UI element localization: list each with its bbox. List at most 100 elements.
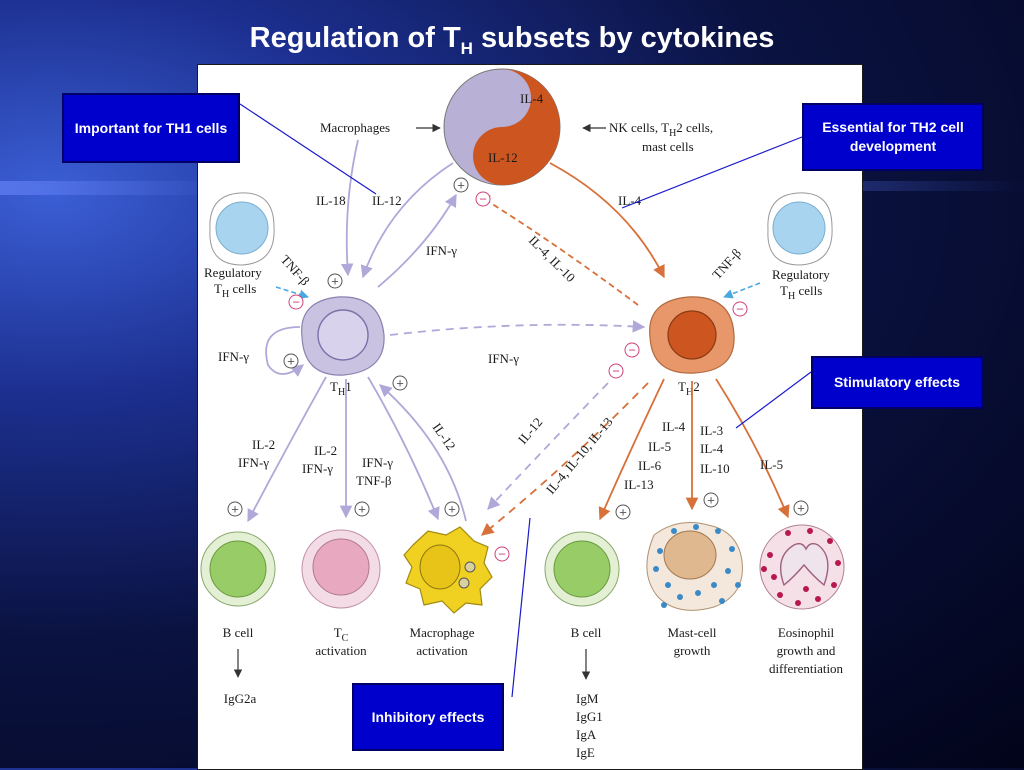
- tnfb-right-arrow: [723, 282, 761, 299]
- th2-to-eos-arrow: [715, 378, 790, 519]
- diagram-panel: IL-4 IL-12 Macrophages NK cells, TH2 cel…: [197, 64, 863, 770]
- eosinophil-cell: [759, 524, 845, 610]
- macrophage-cell: [403, 526, 493, 614]
- callout-line-th1: [239, 103, 377, 195]
- ifng-th1-th2-arrow: [389, 320, 646, 336]
- bcell-right-label: B cell: [571, 625, 602, 640]
- regulatory-th-cell-left: [209, 192, 275, 266]
- ifng-a: IFN-γ: [238, 455, 269, 470]
- callout-inhibitory: Inhibitory effects: [352, 683, 504, 751]
- tnfb-left-arrow: [275, 286, 309, 300]
- ifng-b: IFN-γ: [302, 461, 333, 476]
- bcell-left: [200, 531, 276, 607]
- yin-il12-label: IL-12: [488, 150, 518, 165]
- ifng-self-arrow: [265, 326, 304, 377]
- th2-list1-1: IL-5: [648, 439, 671, 454]
- th2-list2-1: IL-4: [700, 441, 724, 456]
- regulatory-left-label: Regulatory: [204, 265, 262, 280]
- ifng-arrow: [377, 193, 457, 288]
- eosinophil-granules: [761, 528, 841, 606]
- callout-essential-th2: Essential for TH2 cell development: [802, 103, 984, 171]
- plus-sign: +: [457, 178, 465, 193]
- il4-il10-inhibit-arrow: [476, 194, 639, 306]
- minus-sign: −: [498, 547, 506, 562]
- macrophage-label: Macrophage: [410, 625, 475, 640]
- title-end: subsets by cytokines: [472, 22, 775, 54]
- plus-sign: +: [707, 493, 715, 508]
- ig-2: IgA: [576, 727, 597, 742]
- ig-1: IgG1: [576, 709, 603, 724]
- th1-cell: [301, 296, 385, 376]
- il18-label: IL-18: [316, 193, 346, 208]
- il12-label: IL-12: [372, 193, 402, 208]
- yin-yang-cytokines: IL-4 IL-12: [443, 68, 561, 186]
- minus-sign: −: [479, 192, 487, 207]
- th1-label: TH1: [330, 379, 352, 398]
- regulatory-right-label: Regulatory: [772, 267, 830, 282]
- minus-sign: −: [736, 302, 744, 317]
- yin-il4-label: IL-4: [520, 91, 544, 106]
- plus-sign: +: [231, 502, 239, 517]
- eos-diff-label: differentiation: [769, 661, 844, 676]
- plus-sign: +: [797, 501, 805, 516]
- ifng-mid-label: IFN-γ: [488, 351, 519, 366]
- cytokine-diagram: IL-4 IL-12 Macrophages NK cells, TH2 cel…: [200, 68, 845, 760]
- title-main: Regulation of T: [249, 22, 461, 54]
- plus-sign: +: [448, 502, 456, 517]
- ifng-self-label: IFN-γ: [218, 349, 249, 364]
- minus-sign: −: [292, 295, 300, 310]
- minus-sign: −: [612, 364, 620, 379]
- mast-growth-label: growth: [674, 643, 711, 658]
- il5-label: IL-5: [760, 457, 783, 472]
- bcell-left-label: B cell: [223, 625, 254, 640]
- il18-arrow: [340, 139, 359, 277]
- th1-to-bcell-arrow: [247, 376, 327, 523]
- macrophage-activation-label: activation: [416, 643, 468, 658]
- th1-to-macrophage-arrow: [367, 376, 440, 521]
- ig-3: IgE: [576, 745, 595, 760]
- th2-cell: [649, 296, 735, 374]
- il12-arrow: [360, 162, 454, 279]
- mast-cells-label: mast cells: [642, 139, 694, 154]
- tnfb-c: TNF-β: [356, 473, 392, 488]
- plus-sign: +: [619, 505, 627, 520]
- ig-0: IgM: [576, 691, 599, 706]
- plus-sign: +: [331, 274, 339, 289]
- mast-cell: [646, 522, 743, 611]
- il2-a: IL-2: [252, 437, 275, 452]
- tc-label: TC: [334, 625, 349, 644]
- regulatory-left-label-2: TH cells: [214, 281, 256, 300]
- ifng-top-label: IFN-γ: [426, 243, 457, 258]
- slide-title: Regulation of TH subsets by cytokines: [0, 22, 1024, 59]
- il4-label: IL-4: [618, 193, 642, 208]
- background-streak: [0, 181, 200, 195]
- th2-to-bcell-arrow: [598, 378, 665, 521]
- nk-label: NK cells, TH2 cells,: [609, 120, 713, 139]
- regulatory-th-cell-right: [767, 192, 833, 266]
- bcell-right: [544, 531, 620, 607]
- il2-b: IL-2: [314, 443, 337, 458]
- il12-th2-arrow: [487, 382, 609, 510]
- plus-sign: +: [287, 354, 295, 369]
- background-streak-right: [860, 181, 1024, 191]
- th2-list1-2: IL-6: [638, 458, 662, 473]
- callout-line-th2: [621, 136, 803, 209]
- plus-sign: +: [396, 376, 404, 391]
- igg2a-label: IgG2a: [224, 691, 257, 706]
- tc-cell: [301, 529, 381, 609]
- th2-label: TH2: [678, 379, 700, 398]
- minus-sign: −: [628, 343, 636, 358]
- mast-label: Mast-cell: [667, 625, 716, 640]
- mast-cell-granules: [653, 524, 741, 608]
- ifng-c: IFN-γ: [362, 455, 393, 470]
- eos-growth-label: growth and: [777, 643, 836, 658]
- callout-stimulatory: Stimulatory effects: [811, 356, 983, 409]
- eos-label: Eosinophil: [778, 625, 835, 640]
- th2-list2-0: IL-3: [700, 423, 723, 438]
- plus-sign: +: [358, 502, 366, 517]
- tc-activation-label: activation: [315, 643, 367, 658]
- callout-line-inhibitory: [511, 517, 531, 698]
- il4-il10-il13-arrow: [481, 382, 649, 536]
- callout-line-stimulatory: [735, 371, 812, 429]
